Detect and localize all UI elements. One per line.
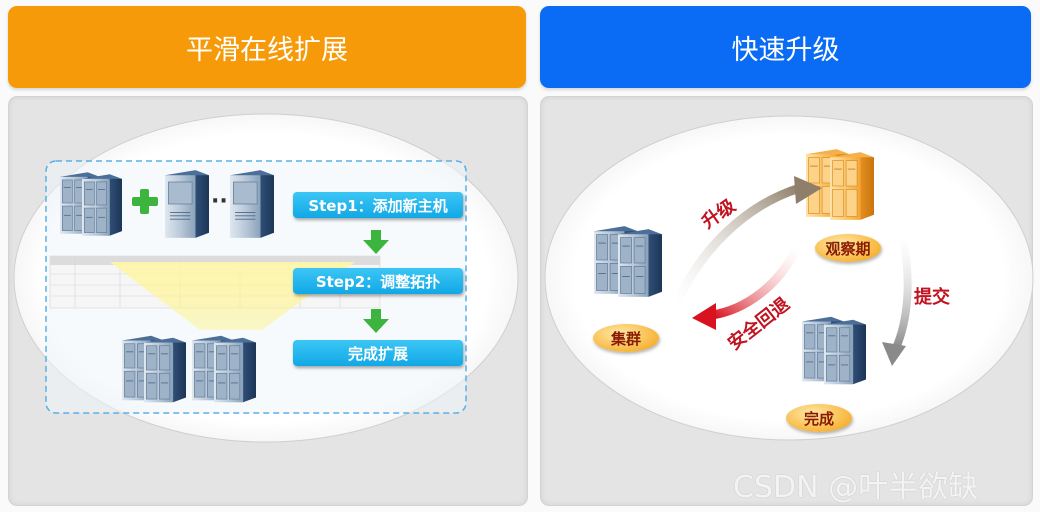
right-ellipse [544,115,1034,441]
commit-label: 提交 [914,287,950,308]
right-header: 快速升级 [540,6,1031,88]
upgrade-arrow [671,183,805,310]
cluster-server-icon [60,171,122,237]
rollback-arrowhead [692,303,716,330]
new-host-icon-2 [230,170,274,238]
new-host-icon [165,170,209,238]
rollback-arrow [707,242,802,320]
left-header: 平滑在线扩展 [8,6,526,88]
cluster-server-icon-right [594,225,662,298]
arrow-down-icon [363,230,389,254]
upgrade-arrowhead [794,176,822,204]
step1-label: Step1：添加新主机 [293,192,463,218]
step3-label: 完成扩展 [293,340,463,366]
observe-tag: 观察期 [815,234,881,262]
watermark: CSDN @叶半欲缺 [733,470,979,505]
arrow-down-icon-2 [363,309,389,333]
commit-arrow [892,231,912,352]
step2-label: Step2：调整拓扑 [293,268,463,294]
done-tag: 完成 [786,404,852,432]
done-server-icon [802,315,866,386]
observe-server-icon [806,148,874,221]
commit-arrowhead [882,342,906,366]
cluster-tag: 集群 [593,324,659,352]
plus-icon [132,189,158,214]
